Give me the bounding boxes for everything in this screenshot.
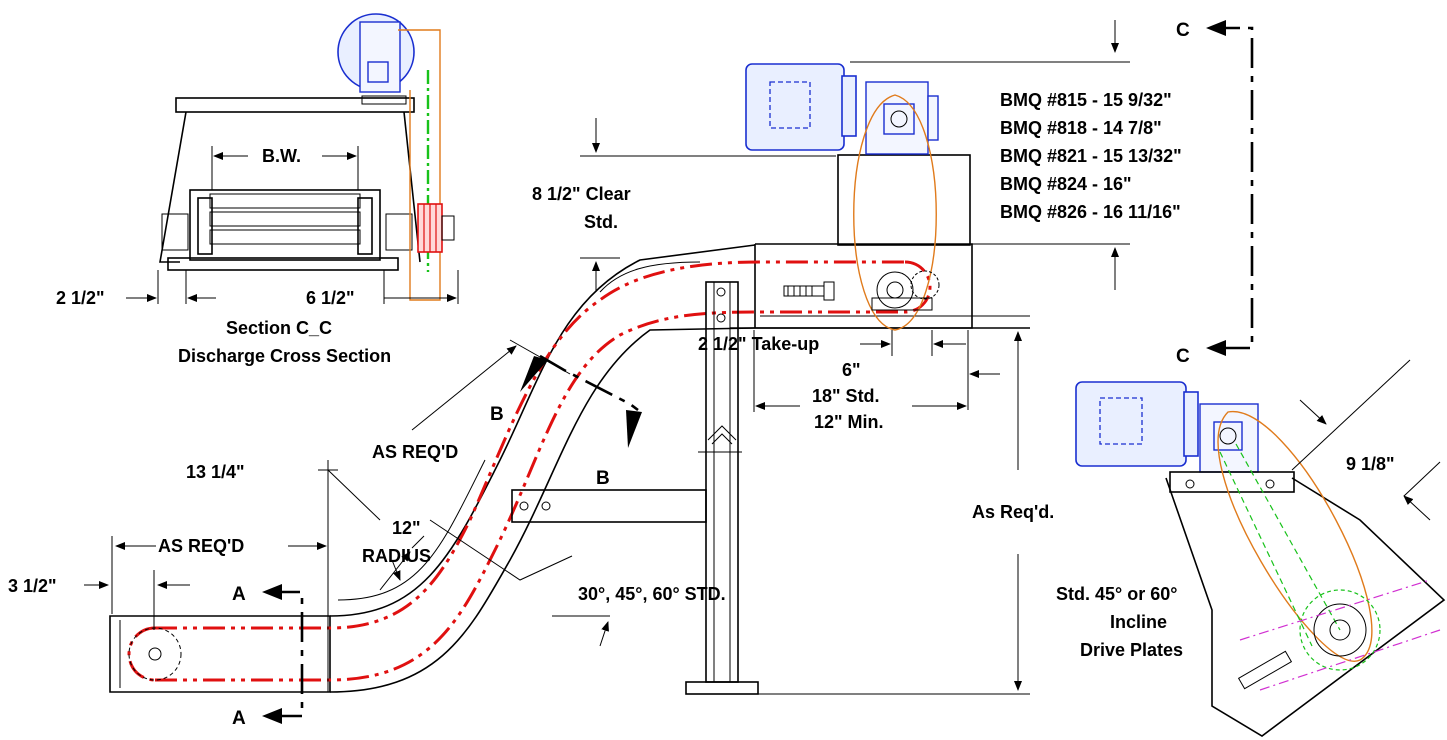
bmq-line-5: BMQ #826 - 16 11/16" bbox=[1000, 202, 1181, 222]
labels: C C BMQ #815 - 15 9/32" BMQ #818 - 14 7/… bbox=[8, 20, 1395, 729]
dim-3-5-label: 3 1/2" bbox=[8, 576, 57, 596]
bw-label: B.W. bbox=[262, 146, 301, 166]
arrow-icon bbox=[520, 356, 548, 392]
incline-drive-view bbox=[1075, 381, 1446, 737]
as-reqd-height-label: As Req'd. bbox=[972, 502, 1054, 522]
section-c-top: C bbox=[1176, 20, 1190, 41]
section-a-top: A bbox=[232, 584, 246, 605]
sprocket-icon bbox=[871, 270, 940, 311]
section-a-bottom: A bbox=[232, 708, 246, 729]
arrow-icon bbox=[1206, 340, 1226, 356]
top-drive bbox=[745, 63, 971, 331]
as-reqd-lower-label: AS REQ'D bbox=[158, 536, 244, 556]
dim-6-label: 6" bbox=[842, 360, 861, 380]
dim-9-125-label: 9 1/8" bbox=[1346, 454, 1395, 474]
arrow-icon bbox=[262, 708, 282, 724]
incline-label-1: Std. 45° or 60° bbox=[1056, 584, 1177, 604]
arrow-icon bbox=[1206, 20, 1226, 36]
clear-label-1: 8 1/2" Clear bbox=[532, 184, 631, 204]
radius-label-2: RADIUS bbox=[362, 546, 431, 566]
section-c-bottom: C bbox=[1176, 346, 1190, 367]
dim-6-5-label: 6 1/2" bbox=[306, 288, 355, 308]
bmq-line-3: BMQ #821 - 15 13/32" bbox=[1000, 146, 1182, 166]
section-cc-view bbox=[159, 13, 455, 301]
section-b-lower: B bbox=[596, 468, 610, 489]
section-title: Section C_C bbox=[226, 318, 332, 338]
std-18-label: 18" Std. bbox=[812, 386, 880, 406]
angles-label: 30°, 45°, 60° STD. bbox=[578, 584, 726, 604]
section-b-upper: B bbox=[490, 404, 504, 425]
motor-icon bbox=[745, 63, 845, 151]
min-12-label: 12" Min. bbox=[814, 412, 884, 432]
support-stand bbox=[511, 281, 759, 695]
bmq-line-2: BMQ #818 - 14 7/8" bbox=[1000, 118, 1162, 138]
incline-label-3: Drive Plates bbox=[1080, 640, 1183, 660]
bmq-line-4: BMQ #824 - 16" bbox=[1000, 174, 1132, 194]
as-reqd-upper-label: AS REQ'D bbox=[372, 442, 458, 462]
arrow-icon bbox=[626, 410, 642, 448]
conveyor-body bbox=[109, 243, 1030, 693]
bmq-line-1: BMQ #815 - 15 9/32" bbox=[1000, 90, 1172, 110]
motor-icon bbox=[1075, 381, 1187, 467]
section-markers bbox=[262, 20, 1254, 724]
dim-2-5-label: 2 1/2" bbox=[56, 288, 105, 308]
radius-label-1: 12" bbox=[392, 518, 421, 538]
incline-label-2: Incline bbox=[1110, 612, 1167, 632]
section-subtitle: Discharge Cross Section bbox=[178, 346, 391, 366]
dimension-lines bbox=[84, 20, 1441, 695]
arrow-icon bbox=[262, 584, 282, 600]
dim-13-25-label: 13 1/4" bbox=[186, 462, 245, 482]
takeup-label: 2 1/2" Take-up bbox=[698, 334, 819, 354]
clear-label-2: Std. bbox=[584, 212, 618, 232]
